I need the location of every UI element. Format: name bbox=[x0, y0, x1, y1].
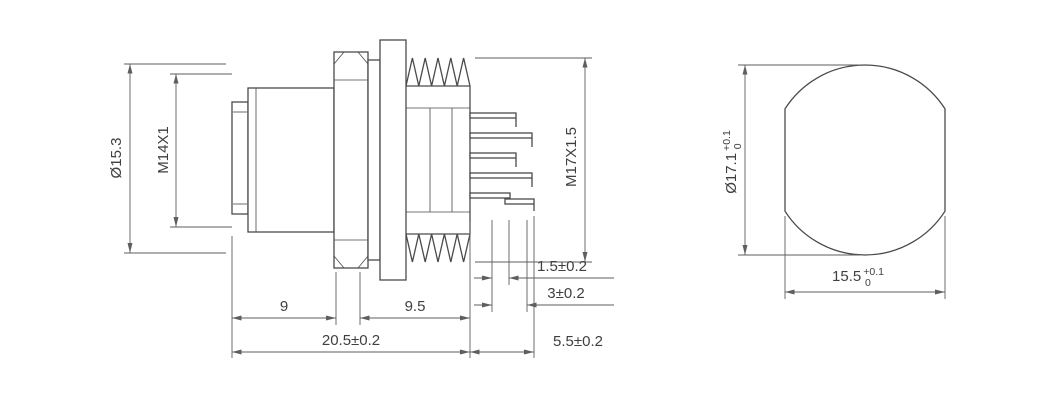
dimension-thread-length: 9.5 bbox=[360, 298, 470, 321]
tolerance-upper: +0.1 bbox=[721, 130, 733, 151]
dimension-label-front-diameter: Ø17.1 +0.10 bbox=[721, 130, 744, 194]
extension-lines-bottom bbox=[231, 216, 535, 358]
tolerance-lower: 0 bbox=[865, 277, 871, 289]
thread-profile bbox=[405, 57, 471, 263]
dimension-label-thread-length: 9.5 bbox=[405, 298, 426, 315]
dimension-pin-overall: 5.5±0.2 bbox=[470, 333, 603, 355]
dimension-label-mount-thread: M17X1.5 bbox=[563, 127, 580, 187]
tolerance-upper: +0.1 bbox=[863, 266, 884, 278]
body-outline bbox=[247, 87, 335, 233]
solder-pins bbox=[469, 112, 535, 211]
dimension-overall-length: 20.5±0.2 bbox=[232, 332, 470, 355]
dimension-body-diameter: Ø15.3 bbox=[108, 63, 226, 254]
dimension-label-pin-overall: 5.5±0.2 bbox=[553, 333, 603, 350]
dimension-value: Ø17.1 bbox=[723, 153, 740, 194]
dimension-label-pin-tip: 1.5±0.2 bbox=[537, 258, 587, 275]
front-face-outline bbox=[784, 64, 946, 256]
dimension-label-overall-length: 20.5±0.2 bbox=[322, 332, 380, 349]
dimension-label-front-length: 9 bbox=[280, 298, 288, 315]
connector-side-profile bbox=[231, 39, 535, 281]
dimension-front-diameter: Ø17.1 +0.10 bbox=[721, 64, 860, 256]
dimension-mount-thread: M17X1.5 bbox=[475, 57, 592, 263]
flange-outline bbox=[379, 39, 407, 281]
hex-nut-outline bbox=[333, 51, 369, 269]
washer-outline bbox=[367, 59, 381, 261]
tolerance-lower: 0 bbox=[732, 143, 744, 149]
bezel-outline bbox=[231, 101, 249, 215]
dimension-coupling-thread: M14X1 bbox=[155, 73, 232, 228]
side-view: Ø15.3 M14X1 M17X1.5 bbox=[108, 39, 614, 358]
dimension-value: 15.5 bbox=[832, 268, 861, 285]
dimension-label-body-diameter: Ø15.3 bbox=[108, 138, 125, 179]
dimension-pin-tip: 1.5±0.2 bbox=[474, 258, 614, 281]
dimension-pin-mid: 3±0.2 bbox=[474, 285, 614, 308]
dimension-front-length: 9 bbox=[232, 298, 336, 321]
dimension-label-coupling-thread: M14X1 bbox=[155, 126, 172, 174]
dimension-label-pin-mid: 3±0.2 bbox=[547, 285, 584, 302]
